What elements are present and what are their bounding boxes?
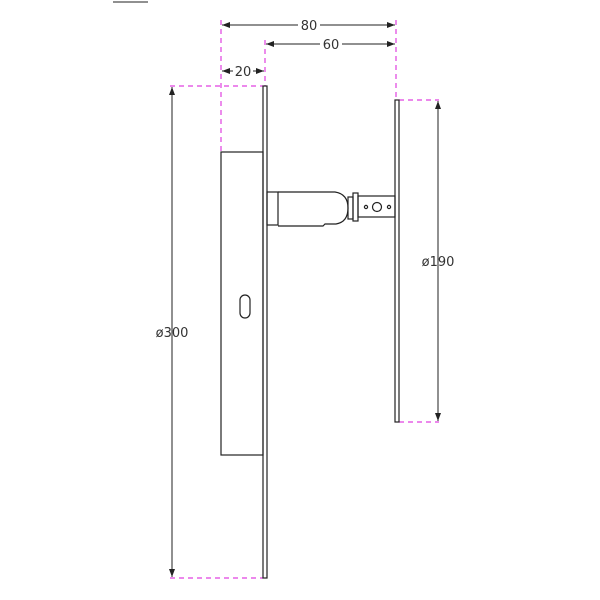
spindle-hole [371, 201, 383, 213]
svg-text:ø190: ø190 [422, 255, 455, 270]
dimension-diameter-300: ø300 [156, 87, 189, 577]
svg-text:20: 20 [235, 65, 252, 80]
rose-body [220, 151, 264, 456]
dimension-80: 80 [222, 17, 395, 34]
keyhole-icon [239, 294, 251, 319]
dimension-20: 20 [222, 63, 264, 80]
right-plate [394, 99, 400, 423]
dimension-60: 60 [266, 36, 395, 53]
dimension-diameter-190: ø190 [422, 101, 455, 421]
svg-text:60: 60 [323, 38, 340, 53]
left-plate [262, 85, 268, 579]
svg-text:ø300: ø300 [156, 326, 189, 341]
extension-lines [170, 20, 439, 579]
handle-assembly [266, 191, 396, 227]
svg-text:80: 80 [301, 19, 318, 34]
